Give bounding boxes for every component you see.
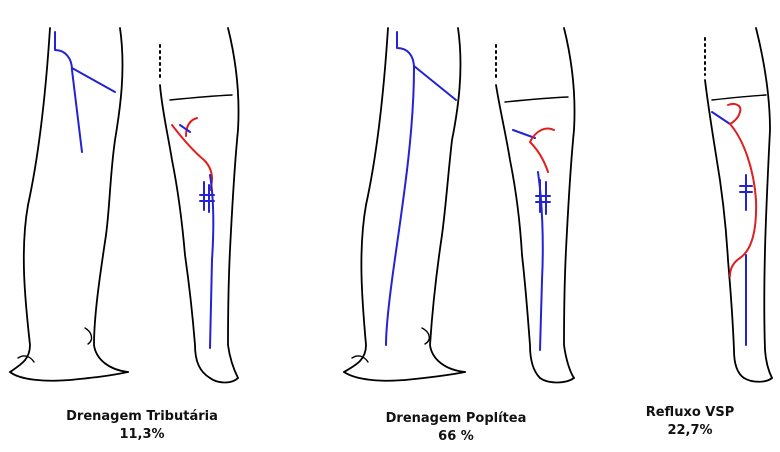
great-saphenous-vein	[386, 32, 414, 345]
front-leg-outline	[10, 28, 128, 381]
caption-refluxo-vsp: Refluxo VSP 22,7%	[600, 404, 780, 440]
panel-tributaria	[10, 28, 239, 383]
popliteal-reflux	[530, 129, 554, 173]
caption-title: Drenagem Tributária	[52, 408, 232, 426]
back-leg-outline	[705, 28, 772, 382]
small-saphenous-branch	[712, 112, 730, 124]
caption-value: 11,3%	[52, 426, 232, 444]
front-leg-outline	[344, 28, 465, 381]
tributary-branch	[72, 68, 115, 92]
back-leg-outline	[496, 28, 575, 383]
great-saphenous-vein	[55, 32, 82, 152]
caption-value: 22,7%	[600, 422, 780, 440]
tributary-reflux	[172, 125, 212, 190]
caption-title: Drenagem Poplítea	[366, 410, 546, 428]
caption-title: Refluxo VSP	[600, 404, 780, 422]
panel-refluxo-vsp	[705, 28, 772, 382]
caption-value: 66 %	[366, 428, 546, 446]
caption-poplitea: Drenagem Poplítea 66 %	[366, 410, 546, 446]
popliteal-junction	[536, 180, 550, 214]
small-saphenous-vein	[740, 175, 752, 345]
back-leg-outline	[160, 28, 239, 383]
tributary-reflux-upper	[186, 118, 197, 136]
small-saphenous-vein	[180, 125, 213, 348]
caption-tributaria: Drenagem Tributária 11,3%	[52, 408, 232, 444]
panel-poplitea	[344, 28, 575, 383]
vsp-reflux	[728, 104, 756, 276]
tributary-branch	[414, 66, 456, 100]
